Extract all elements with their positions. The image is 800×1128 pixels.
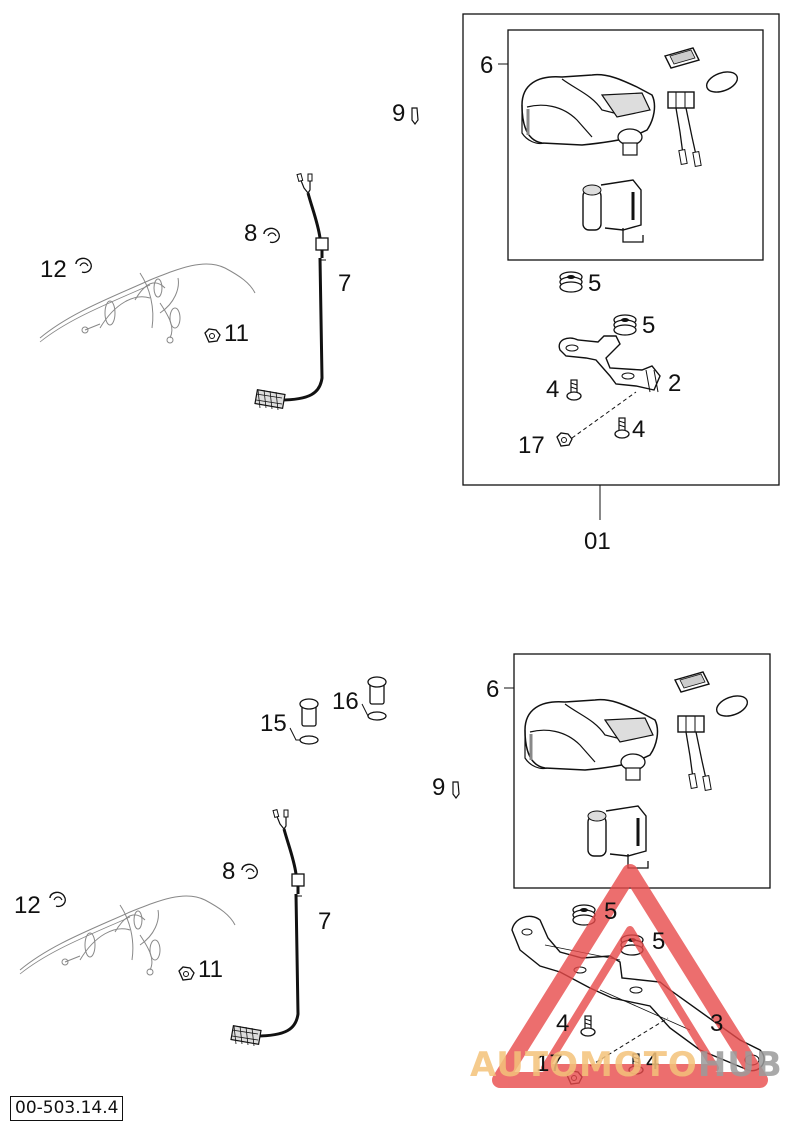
- part-label: 5: [642, 312, 656, 339]
- switch-connector: [667, 91, 702, 168]
- part-label: 8: [222, 858, 236, 885]
- screw: [566, 379, 582, 401]
- small-clip: [452, 781, 460, 799]
- o-ring: [299, 735, 319, 745]
- part-label: 9: [432, 774, 446, 801]
- dashed-leader: [571, 391, 637, 439]
- switch-housing: [523, 698, 659, 782]
- rivet: [367, 676, 387, 705]
- part-label: 16: [332, 688, 359, 715]
- part-label: 4: [546, 376, 560, 403]
- part-label: 8: [244, 220, 258, 247]
- nut: [178, 966, 195, 981]
- small-clip: [411, 107, 419, 125]
- part-label: 6: [486, 676, 500, 703]
- screw: [580, 1015, 596, 1037]
- part-label: 15: [260, 710, 287, 737]
- part-label: 4: [646, 1048, 660, 1075]
- grommet: [613, 314, 637, 336]
- watermark-logo: [492, 864, 768, 1088]
- cable: [229, 808, 306, 1048]
- watermark-text: AUTOMOTOHUB: [470, 1045, 783, 1085]
- part-label: 3: [710, 1010, 724, 1037]
- o-ring: [367, 711, 387, 721]
- switch-cover: [664, 47, 700, 69]
- cable-clip: [263, 227, 280, 244]
- upper-assembly: [39, 13, 780, 520]
- switch-clamp: [581, 178, 645, 244]
- rivet: [299, 698, 319, 727]
- screw: [614, 417, 630, 439]
- switch-cover: [674, 671, 710, 693]
- part-label: 4: [556, 1010, 570, 1037]
- part-label: 12: [40, 256, 67, 283]
- part-label: 4: [632, 416, 646, 443]
- part-label: 5: [652, 928, 666, 955]
- bracket: [558, 335, 661, 391]
- clip: [75, 257, 92, 274]
- grommet: [559, 271, 583, 293]
- assembly-frame-outer: [462, 13, 780, 486]
- lower-assembly: [19, 653, 771, 1085]
- switch-clamp: [586, 804, 650, 870]
- part-label: 5: [588, 270, 602, 297]
- switch-lens: [713, 691, 751, 721]
- switch-housing: [520, 73, 656, 157]
- part-label: 11: [198, 956, 223, 983]
- part-label: 11: [224, 320, 249, 347]
- nut: [556, 432, 573, 447]
- reference-code: 00-503.14.4: [10, 1096, 124, 1121]
- part-label: 17: [518, 432, 545, 459]
- part-label: 7: [318, 908, 332, 935]
- part-label: 17: [536, 1050, 563, 1077]
- switch-lens: [703, 67, 741, 97]
- clip: [49, 891, 66, 908]
- part-label: 5: [604, 898, 618, 925]
- fork-outline: [39, 263, 256, 344]
- watermark-text-brand: AUTOMOTO: [470, 1045, 698, 1085]
- cable-clip: [241, 863, 258, 880]
- part-label: 9: [392, 100, 406, 127]
- part-label: 2: [668, 370, 682, 397]
- assembly-frame-inner: [513, 653, 771, 889]
- assembly-frame-inner: [507, 29, 764, 261]
- dashed-leader: [589, 1017, 669, 1067]
- watermark-text-suffix: HUB: [697, 1045, 783, 1085]
- nut: [204, 328, 221, 343]
- part-label: 12: [14, 892, 41, 919]
- assembly-label: 01: [584, 528, 611, 555]
- part-label: 7: [338, 270, 352, 297]
- cable: [253, 172, 330, 412]
- part-label: 6: [480, 52, 494, 79]
- switch-connector: [677, 715, 712, 792]
